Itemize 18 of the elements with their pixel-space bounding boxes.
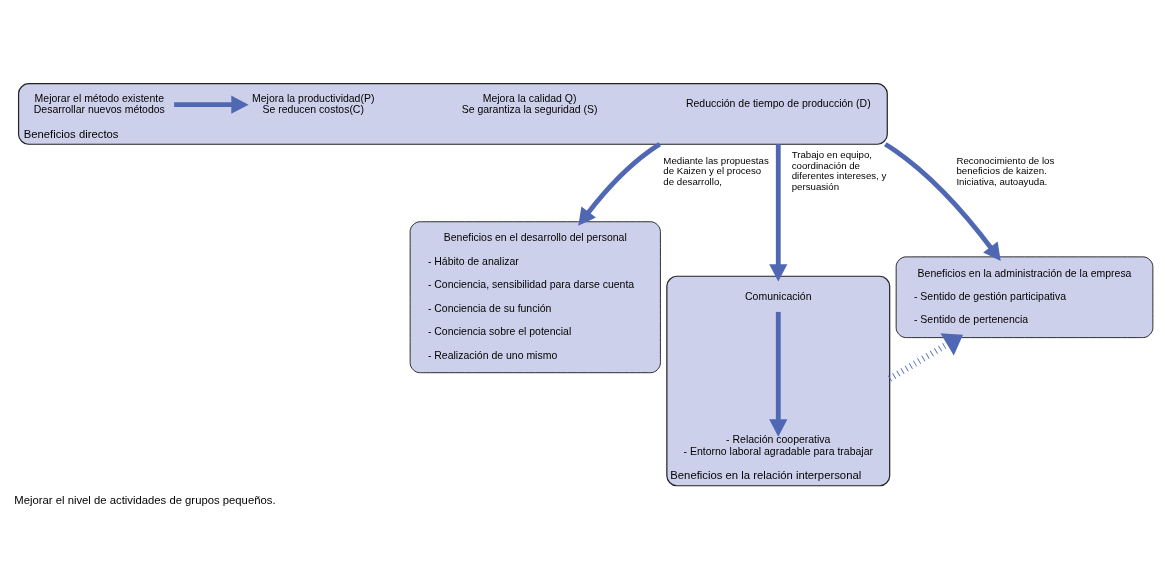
arrow bbox=[884, 141, 1001, 261]
arrow bbox=[578, 141, 661, 226]
arrow bbox=[888, 332, 964, 381]
arrow bbox=[769, 143, 788, 281]
arrow bbox=[174, 95, 249, 114]
node-text: Mejorar el método existente Desarrollar nuevos métodos bbox=[33, 92, 165, 115]
edge-label: Mediante las propuestas de Kaizen y el proceso de desarrollo, bbox=[663, 154, 769, 187]
node-text: Comunicación bbox=[745, 290, 812, 302]
node-box: Beneficios en la administración de la empresa - Sentido de gestión participativa - Sentido de pertenencia bbox=[895, 255, 1154, 338]
node-text: Mejora la calidad Q) Se garantiza la seguridad (S) bbox=[461, 92, 598, 115]
node-box: Beneficios en el desarrollo del personal - Hábito de analizar - Conciencia, sensibilidad para darse cuenta - Conciencia de su función - Conciencia sobre el potencial - Realización de uno mismo bbox=[409, 220, 661, 373]
node-text: Reducción de tiempo de producción (D) bbox=[685, 97, 871, 109]
node-text: Mejora la productividad(P) Se reducen costos(C) bbox=[252, 92, 375, 115]
edge-label: Reconocimiento de los beneficios de kaizen. Iniciativa, autoayuda. bbox=[956, 154, 1055, 187]
edge-label: Trabajo en equipo, coordinación de diferentes intereses, y persuasión bbox=[791, 148, 887, 192]
node-text: - Relación cooperativa - Entorno laboral agradable para trabajar bbox=[683, 433, 873, 457]
arrow bbox=[769, 311, 788, 437]
caption: Mejorar el nivel de actividades de grupos pequeños. bbox=[14, 493, 276, 506]
